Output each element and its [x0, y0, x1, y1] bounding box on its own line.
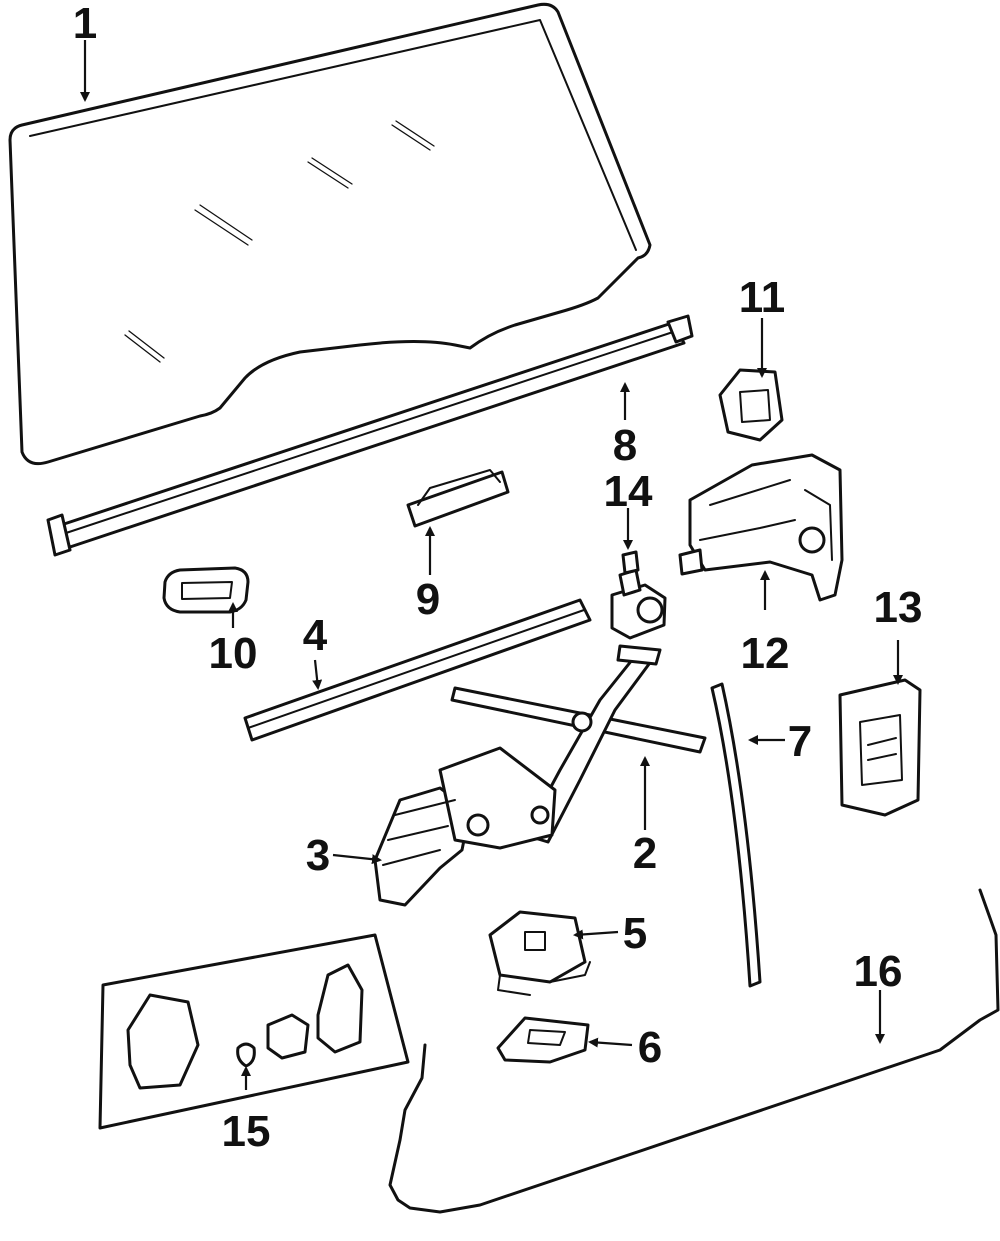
part-lock-actuator	[610, 550, 667, 640]
part-window-regulator	[450, 644, 707, 844]
part-inside-handle	[718, 368, 784, 442]
part-link-rod	[388, 888, 1000, 1214]
callout-6: 6	[638, 1023, 662, 1072]
callout-16: 16	[854, 947, 903, 996]
callout-7: 7	[788, 717, 812, 766]
callout-2: 2	[633, 829, 657, 878]
part-bracket-6	[496, 1016, 590, 1064]
callout-11: 11	[739, 273, 786, 322]
part-glass-channel	[46, 314, 694, 557]
part-door-lock	[678, 453, 844, 602]
leader-lines	[80, 40, 903, 1090]
callout-15: 15	[222, 1107, 271, 1156]
callout-1: 1	[73, 0, 97, 48]
part-run-channel	[710, 682, 762, 988]
callout-5: 5	[623, 909, 647, 958]
callout-4: 4	[303, 611, 328, 660]
part-guide-9	[406, 469, 510, 528]
part-guide-10	[162, 566, 250, 614]
callout-14: 14	[604, 467, 653, 516]
callout-9: 9	[416, 575, 440, 624]
callout-3: 3	[306, 831, 330, 880]
part-regulator-motor	[373, 746, 557, 907]
part-bracket-5	[488, 910, 591, 996]
part-door-glass	[8, 2, 652, 466]
callout-labels: 1 2 3 4 5 6 7 8 9 10 11 12 13 14 15 16	[73, 0, 923, 1156]
callout-12: 12	[741, 629, 790, 678]
part-striker-plate	[838, 678, 922, 817]
callout-13: 13	[874, 583, 923, 632]
part-lower-channel	[243, 598, 592, 742]
callout-10: 10	[209, 629, 258, 678]
part-hardware-kit	[98, 933, 410, 1130]
callout-8: 8	[613, 421, 637, 470]
